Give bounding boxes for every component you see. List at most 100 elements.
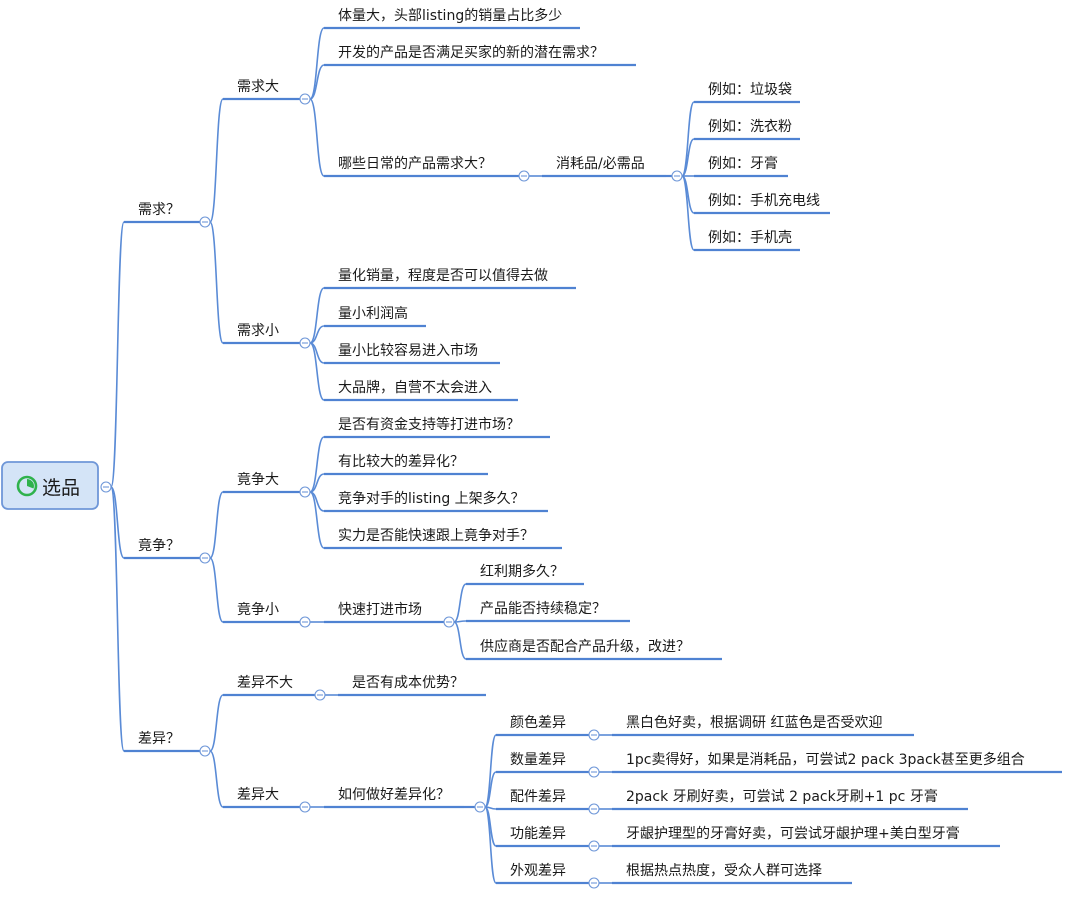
topic-node[interactable]: 有比较大的差异化？	[324, 454, 488, 476]
topic-node[interactable]: 例如：牙膏	[694, 155, 788, 178]
branch-connector	[209, 98, 224, 223]
topic-label: 1pc卖得好，如果是消耗品，可尝试2 pack 3pack甚至更多组合	[626, 751, 1025, 768]
topic-label: 颜色差异	[510, 714, 566, 731]
topic-label: 例如：手机壳	[708, 229, 792, 246]
topic-label: 量小利润高	[338, 305, 408, 322]
collapse-toggle-icon[interactable]	[588, 840, 600, 852]
topic-node[interactable]: 功能差异	[496, 826, 600, 852]
topic-node[interactable]: 开发的产品是否满足买家的新的潜在需求？	[324, 44, 636, 67]
topic-node[interactable]: 竞争对手的listing 上架多久？	[324, 490, 548, 513]
topic-node[interactable]: 量小利润高	[324, 305, 426, 328]
topic-label: 竟争大	[237, 472, 279, 488]
topic-label: 消耗品/必需品	[556, 156, 645, 172]
topic-node[interactable]: 例如：洗衣粉	[694, 119, 800, 141]
topic-node[interactable]: 2pack 牙刷好卖，可尝试 2 pack牙刷+1 pc 牙膏	[612, 788, 968, 811]
topic-node[interactable]: 产品能否持续稳定？	[466, 600, 630, 623]
topic-node[interactable]: 颜色差异	[496, 714, 600, 741]
topic-node[interactable]: 外观差异	[496, 863, 600, 889]
branch-connector	[110, 221, 125, 488]
topic-node[interactable]: 需求小	[223, 323, 311, 349]
topic-node[interactable]: 1pc卖得好，如果是消耗品，可尝试2 pack 3pack甚至更多组合	[612, 751, 1062, 774]
topic-label: 差异大	[237, 787, 279, 803]
topic-node[interactable]: 例如：手机充电线	[694, 193, 830, 215]
collapse-toggle-icon[interactable]	[299, 337, 311, 349]
branch-connector	[484, 771, 497, 808]
collapse-toggle-icon[interactable]	[474, 801, 486, 813]
branch-connector	[209, 557, 224, 623]
collapse-toggle-icon[interactable]	[443, 616, 455, 628]
root-box	[1, 461, 99, 510]
topic-node[interactable]: 体量大，头部listing的销量占比多少	[324, 7, 580, 30]
collapse-toggle-icon[interactable]	[199, 216, 211, 228]
collapse-toggle-icon[interactable]	[588, 729, 600, 741]
topic-node[interactable]: 竟争大	[223, 472, 311, 498]
branch-connector	[309, 287, 325, 344]
topic-label: 需求？	[138, 202, 180, 218]
collapse-toggle-icon[interactable]	[299, 486, 311, 498]
topic-node[interactable]: 需求？	[124, 202, 211, 228]
topic-node[interactable]: 需求大	[223, 79, 311, 105]
topic-label: 开发的产品是否满足买家的新的潜在需求？	[338, 44, 604, 61]
topic-node[interactable]: 根据热点热度，受众人群可选择	[612, 863, 852, 885]
collapse-toggle-icon[interactable]	[299, 616, 311, 628]
collapse-toggle-icon[interactable]	[588, 766, 600, 778]
topic-label: 量小比较容易进入市场	[338, 342, 478, 359]
topic-node[interactable]: 快速打进市场	[324, 601, 455, 628]
topic-node[interactable]: 牙龈护理型的牙膏好卖，可尝试牙龈护理+美白型牙膏	[612, 825, 1000, 848]
topic-label: 供应商是否配合产品升级，改进？	[480, 638, 690, 655]
collapse-toggle-icon[interactable]	[100, 481, 112, 493]
topic-label: 体量大，头部listing的销量占比多少	[338, 7, 562, 24]
topic-node[interactable]: 哪些日常的产品需求大？	[324, 156, 530, 182]
collapse-toggle-icon[interactable]	[299, 93, 311, 105]
topic-nodes: 选品 需求？ 需求大 体量大，头部listing的销量占比多少开发的产品是否满足买家的…	[1, 7, 1062, 889]
topic-node[interactable]: 是否有成本优势？	[338, 675, 486, 697]
branch-connector	[110, 486, 125, 752]
collapse-toggle-icon[interactable]	[299, 801, 311, 813]
collapse-toggle-icon[interactable]	[199, 745, 211, 757]
topic-node[interactable]: 差异不大	[223, 675, 326, 701]
topic-label: 竞争对手的listing 上架多久？	[338, 490, 525, 507]
topic-label: 产品能否持续稳定？	[480, 600, 606, 617]
topic-node[interactable]: 消耗品/必需品	[542, 156, 683, 182]
topic-node[interactable]: 红利期多久？	[466, 563, 584, 586]
topic-node[interactable]: 差异？	[124, 731, 211, 757]
topic-node[interactable]: 竟争？	[124, 538, 211, 564]
topic-node[interactable]: 如何做好差异化？	[324, 787, 486, 813]
topic-node[interactable]: 例如：垃圾袋	[694, 82, 800, 104]
collapse-toggle-icon[interactable]	[588, 877, 600, 889]
topic-node[interactable]: 配件差异	[496, 789, 600, 815]
root-label: 选品	[42, 477, 80, 499]
topic-node[interactable]: 实力是否能快速跟上竟争对手？	[324, 528, 562, 550]
topic-label: 是否有成本优势？	[352, 675, 464, 691]
topic-label: 有比较大的差异化？	[338, 454, 464, 470]
topic-node[interactable]: 黑白色好卖，根据调研 红蓝色是否受欢迎	[612, 714, 914, 737]
topic-node[interactable]: 大品牌，自营不太会进入	[324, 379, 518, 402]
topic-label: 根据热点热度，受众人群可选择	[626, 863, 822, 879]
branch-connector	[209, 221, 224, 344]
collapse-toggle-icon[interactable]	[199, 552, 211, 564]
collapse-toggle-icon[interactable]	[314, 689, 326, 701]
topic-node[interactable]: 数量差异	[496, 752, 600, 778]
topic-label: 大品牌，自营不太会进入	[338, 379, 492, 396]
topic-label: 例如：垃圾袋	[708, 82, 792, 98]
topic-node[interactable]: 是否有资金支持等打进市场？	[324, 416, 550, 439]
topic-label: 红利期多久？	[480, 563, 564, 580]
topic-label: 需求小	[237, 323, 279, 339]
topic-label: 竟争小	[237, 602, 279, 618]
topic-node[interactable]: 供应商是否配合产品升级，改进？	[466, 638, 722, 661]
topic-label: 例如：手机充电线	[708, 193, 820, 209]
branch-connector	[209, 491, 224, 559]
collapse-toggle-icon[interactable]	[671, 170, 683, 182]
root-topic[interactable]: 选品	[1, 461, 99, 510]
topic-node[interactable]: 例如：手机壳	[694, 229, 800, 252]
topic-node[interactable]: 竟争小	[223, 602, 311, 628]
topic-node[interactable]: 量小比较容易进入市场	[324, 342, 500, 365]
branch-connector	[309, 64, 325, 100]
topic-node[interactable]: 量化销量，程度是否可以值得去做	[324, 267, 576, 290]
collapse-toggle-icon[interactable]	[588, 803, 600, 815]
topic-node[interactable]: 差异大	[223, 787, 311, 813]
branch-connector	[453, 621, 467, 660]
topic-label: 如何做好差异化？	[338, 787, 450, 803]
collapse-toggle-icon[interactable]	[518, 170, 530, 182]
